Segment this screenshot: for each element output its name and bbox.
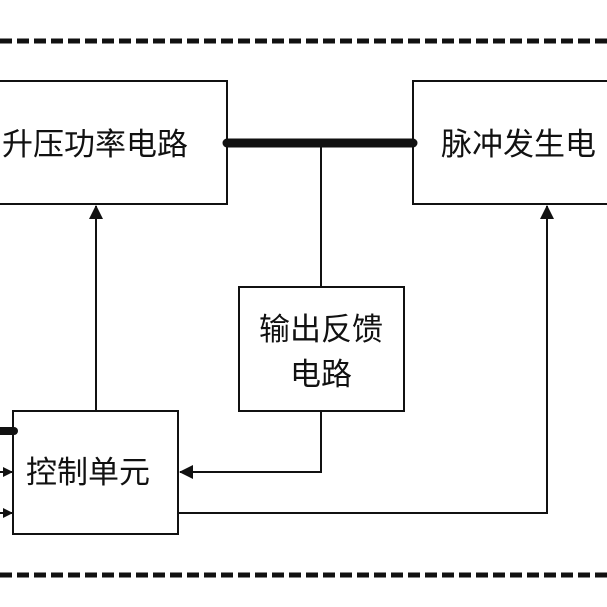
pulse-generator-circuit-block: 脉冲发生电: [412, 80, 607, 205]
pulse-generator-circuit-label: 脉冲发生电: [441, 127, 596, 163]
output-feedback-label-line1: 输出反馈: [259, 312, 383, 348]
feedback-to-control-arrow: [179, 411, 322, 479]
control-unit-label: 控制单元: [26, 455, 150, 491]
boost-power-circuit-block: 升压功率电路: [0, 80, 228, 205]
output-feedback-circuit-block: 输出反馈 电路: [238, 286, 405, 412]
control-unit-block: 控制单元: [12, 410, 179, 535]
boost-power-circuit-label: 升压功率电路: [2, 127, 188, 163]
control-to-pulse-arrow: [178, 205, 554, 514]
output-feedback-label-line2: 电路: [290, 357, 352, 393]
